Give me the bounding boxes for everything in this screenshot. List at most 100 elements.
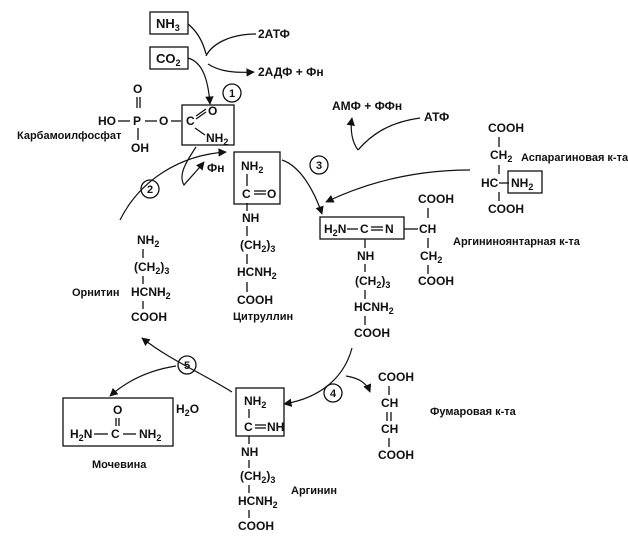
amp-ppi-label: АМФ + ФФн xyxy=(332,99,402,113)
svg-text:NH2: NH2 xyxy=(241,159,263,175)
svg-text:NH3: NH3 xyxy=(156,16,180,33)
svg-text:1: 1 xyxy=(229,88,235,100)
svg-text:O: O xyxy=(133,82,142,96)
svg-text:COOH: COOH xyxy=(238,519,274,533)
svg-text:OH: OH xyxy=(131,141,149,155)
svg-text:(CH2)3: (CH2)3 xyxy=(355,274,390,290)
argininosuccinate-structure: H2N C N CH COOH CH2 COOH NH (CH2)3 HCNH2… xyxy=(319,192,454,340)
svg-text:O: O xyxy=(113,403,122,417)
svg-text:NH2: NH2 xyxy=(206,131,228,147)
svg-text:HCNH2: HCNH2 xyxy=(238,494,278,510)
step-1-marker: 1 xyxy=(222,83,242,103)
svg-text:HCNH2: HCNH2 xyxy=(131,285,171,301)
svg-text:COOH: COOH xyxy=(488,121,524,135)
arginine-structure: NH2 C NH NH (CH2)3 HCNH2 COOH xyxy=(235,387,285,533)
water-label: H2O xyxy=(176,402,199,418)
svg-text:H2N: H2N xyxy=(324,222,346,238)
urea-label: Мочевина xyxy=(92,459,147,471)
carbamoyl-phosphate-structure: O HO P O OH C O NH2 xyxy=(98,82,235,155)
adp-2-label: 2АДФ + Фн xyxy=(258,65,324,79)
svg-text:CO2: CO2 xyxy=(156,51,181,68)
urea-structure: O H2N C NH2 xyxy=(62,397,174,447)
svg-text:CH: CH xyxy=(419,222,436,236)
svg-text:COOH: COOH xyxy=(378,370,414,384)
svg-text:COOH: COOH xyxy=(418,274,454,288)
svg-text:HCNH2: HCNH2 xyxy=(237,265,277,281)
svg-text:COOH: COOH xyxy=(488,202,524,216)
argininosuccinate-label: Аргининоянтарная к-та xyxy=(453,236,581,248)
svg-text:NH2: NH2 xyxy=(139,427,161,443)
svg-text:HC: HC xyxy=(481,176,499,190)
svg-text:(CH2)3: (CH2)3 xyxy=(134,260,169,276)
svg-text:P: P xyxy=(133,114,141,128)
svg-text:CH2: CH2 xyxy=(420,249,442,265)
svg-text:HO: HO xyxy=(98,114,116,128)
nh3-input: NH3 xyxy=(149,11,189,35)
svg-text:4: 4 xyxy=(330,388,337,400)
svg-text:COOH: COOH xyxy=(418,192,454,206)
svg-text:NH: NH xyxy=(267,420,284,434)
fumarate-structure: COOH CH CH COOH xyxy=(378,370,414,462)
svg-text:COOH: COOH xyxy=(378,448,414,462)
aspartate-structure: COOH CH2 HC NH2 COOH xyxy=(481,121,543,216)
atp-in-arrow xyxy=(205,33,257,57)
svg-text:C: C xyxy=(111,427,120,441)
atp-step3-label: АТФ xyxy=(424,110,449,124)
co2-input: CO2 xyxy=(149,46,189,70)
svg-text:O: O xyxy=(208,104,217,118)
citrulline-to-argininosuccinate-arrow xyxy=(281,159,324,215)
svg-text:CH: CH xyxy=(381,422,398,436)
svg-text:COOH: COOH xyxy=(131,310,167,324)
svg-text:COOH: COOH xyxy=(354,326,390,340)
amp-release-arrow xyxy=(346,117,359,151)
ornithine-structure: NH2 (CH2)3 HCNH2 COOH xyxy=(131,233,171,324)
atp-step3-arrow xyxy=(357,117,421,151)
ornithine-to-citrulline-arrow xyxy=(119,148,227,221)
argininosuccinate-to-arginine-arrow xyxy=(283,347,353,407)
citrulline-label: Цитруллин xyxy=(233,311,293,323)
svg-text:N: N xyxy=(385,222,394,236)
svg-text:O: O xyxy=(267,187,276,201)
carbamoyl-to-citrulline-arrow xyxy=(181,146,205,187)
step-4-marker: 4 xyxy=(323,383,343,403)
svg-text:(CH2)3: (CH2)3 xyxy=(240,238,275,254)
svg-text:C: C xyxy=(186,114,195,128)
step-2-marker: 2 xyxy=(140,179,160,199)
arginine-to-ornithine-arrow xyxy=(141,337,233,393)
svg-text:(CH2)3: (CH2)3 xyxy=(240,469,275,485)
aspartate-label: Аспарагиновая к-та xyxy=(521,152,628,164)
ornithine-label: Орнитин xyxy=(72,287,119,299)
co2-arrow xyxy=(187,57,214,105)
svg-text:C: C xyxy=(242,187,251,201)
svg-text:CH2: CH2 xyxy=(490,148,512,164)
step-5-marker: 5 xyxy=(177,355,197,375)
aspartate-to-step3-arrow xyxy=(325,169,471,203)
svg-text:H2N: H2N xyxy=(70,427,92,443)
svg-text:NH: NH xyxy=(242,211,259,225)
svg-text:NH: NH xyxy=(357,249,374,263)
svg-text:COOH: COOH xyxy=(237,293,273,307)
fumarate-label: Фумаровая к-та xyxy=(430,406,517,418)
svg-text:2: 2 xyxy=(147,184,153,196)
svg-text:NH: NH xyxy=(241,445,258,459)
svg-text:C: C xyxy=(244,420,253,434)
svg-text:NH2: NH2 xyxy=(244,394,266,410)
nh3-arrow xyxy=(187,23,207,55)
citrulline-structure: NH2 C O NH (CH2)3 HCNH2 COOH xyxy=(233,151,281,307)
svg-text:HCNH2: HCNH2 xyxy=(354,300,394,316)
phosphate-label: Фн xyxy=(207,161,225,175)
step-3-marker: 3 xyxy=(309,155,329,175)
svg-text:CH: CH xyxy=(381,396,398,410)
adp-out-arrow xyxy=(207,63,255,77)
carbamoyl-phosphate-label: Карбамоилфосфат xyxy=(17,130,122,142)
svg-text:NH2: NH2 xyxy=(511,176,533,192)
svg-text:O: O xyxy=(159,114,168,128)
svg-text:NH2: NH2 xyxy=(137,233,159,249)
svg-text:C: C xyxy=(360,222,369,236)
fumarate-release-arrow xyxy=(345,375,372,393)
svg-text:3: 3 xyxy=(316,160,322,172)
urea-release-arrow xyxy=(109,365,177,397)
atp-2-label: 2АТФ xyxy=(258,27,290,41)
arginine-label: Аргинин xyxy=(291,485,337,497)
